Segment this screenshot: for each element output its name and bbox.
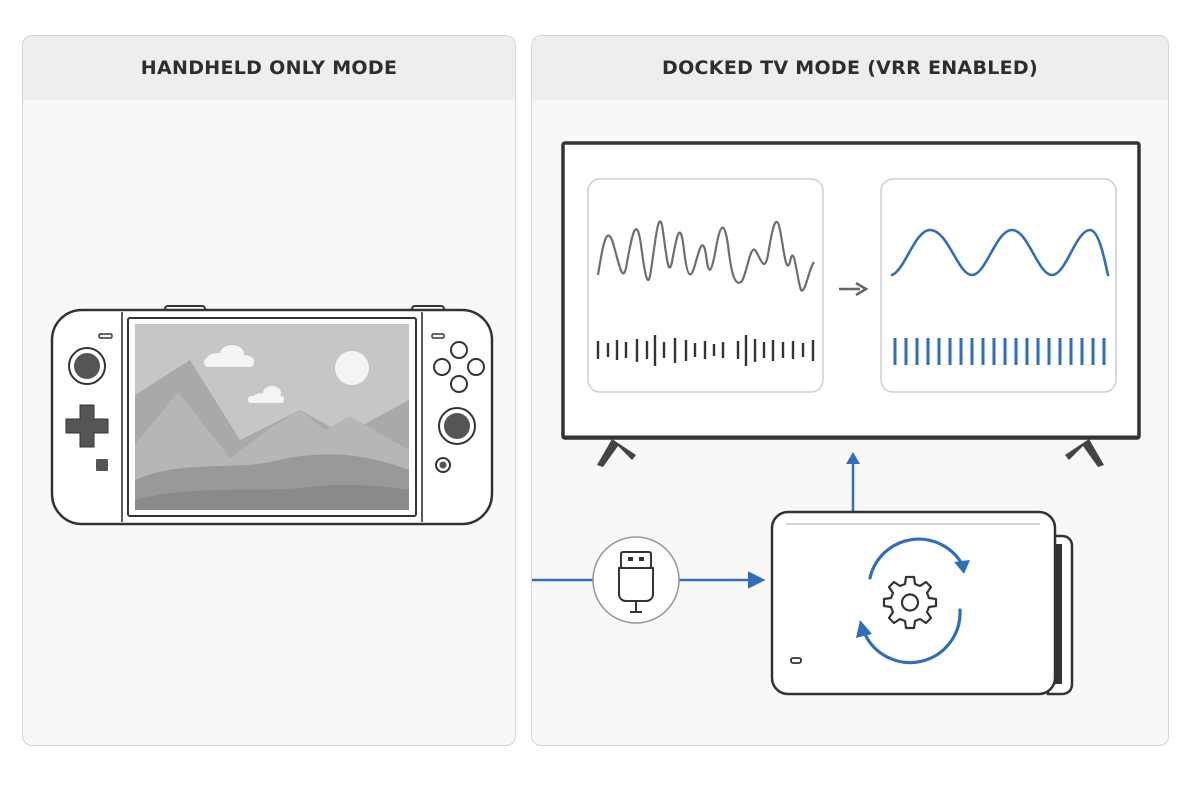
irregular-waveform [596, 220, 815, 292]
docked-mode-title: DOCKED TV MODE (VRR ENABLED) [532, 36, 1168, 100]
irregular-frame-bars [596, 335, 815, 366]
transform-arrow [839, 281, 869, 297]
handheld-mode-title: HANDHELD ONLY MODE [23, 36, 515, 100]
handheld-console-icon [50, 305, 494, 526]
gear-icon [882, 575, 938, 630]
screen-landscape-image [135, 324, 409, 510]
waveform-before-panel [587, 178, 824, 393]
usb-plug-icon [592, 536, 680, 624]
smooth-waveform [890, 228, 1110, 277]
waveform-after-panel [880, 178, 1117, 393]
smooth-frame-bars [893, 338, 1106, 365]
dock-to-tv-arrow [846, 452, 860, 512]
gear-sync-icon [856, 537, 970, 665]
